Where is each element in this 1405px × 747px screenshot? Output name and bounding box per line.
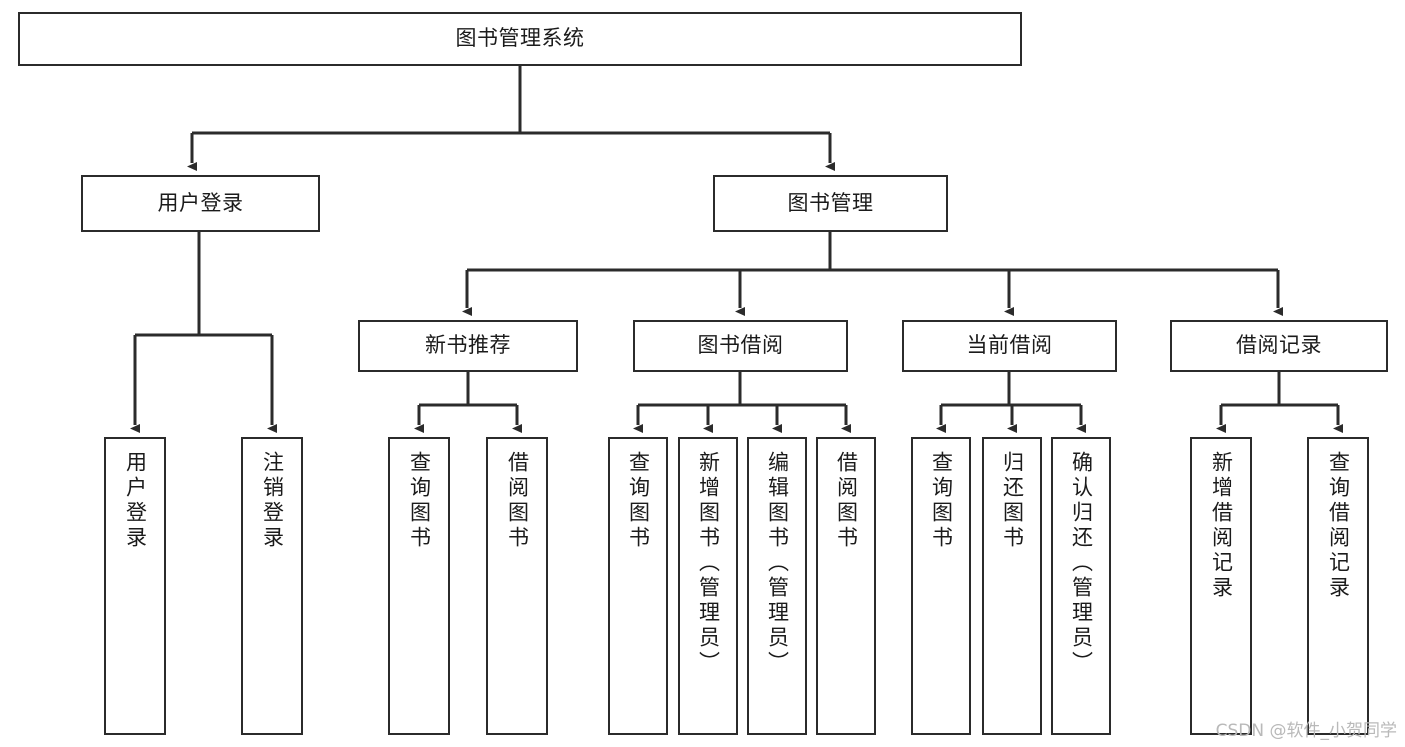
node-root[interactable]: 图书管理系统 bbox=[18, 12, 1022, 66]
node-leaf-query-book-rec[interactable]: 查询图书 bbox=[388, 437, 450, 735]
node-label-leaf-query-book-cur: 查询图书 bbox=[929, 451, 954, 551]
node-leaf-add-book[interactable]: 新增图书（管理员） bbox=[678, 437, 738, 735]
node-book-manage[interactable]: 图书管理 bbox=[713, 175, 948, 232]
node-book-borrow[interactable]: 图书借阅 bbox=[633, 320, 848, 372]
node-leaf-query-book-cur[interactable]: 查询图书 bbox=[911, 437, 971, 735]
node-label-borrow-record: 借阅记录 bbox=[1236, 333, 1322, 358]
node-current-borrow[interactable]: 当前借阅 bbox=[902, 320, 1117, 372]
node-leaf-query-book-borrow[interactable]: 查询图书 bbox=[608, 437, 668, 735]
node-leaf-borrow-book[interactable]: 借阅图书 bbox=[816, 437, 876, 735]
node-label-leaf-confirm-return: 确认归还（管理员） bbox=[1069, 451, 1094, 676]
node-label-leaf-user-login: 用户登录 bbox=[123, 451, 148, 551]
node-label-root: 图书管理系统 bbox=[455, 26, 585, 51]
node-new-book-recommend[interactable]: 新书推荐 bbox=[358, 320, 578, 372]
node-label-leaf-query-borrow-record: 查询借阅记录 bbox=[1326, 451, 1351, 601]
node-leaf-return-book[interactable]: 归还图书 bbox=[982, 437, 1042, 735]
node-label-new-book-recommend: 新书推荐 bbox=[425, 333, 511, 358]
node-leaf-borrow-book-rec[interactable]: 借阅图书 bbox=[486, 437, 548, 735]
connector-layer bbox=[130, 66, 1343, 433]
node-label-book-manage: 图书管理 bbox=[787, 190, 874, 215]
node-label-leaf-return-book: 归还图书 bbox=[1000, 451, 1025, 551]
node-borrow-record[interactable]: 借阅记录 bbox=[1170, 320, 1388, 372]
node-leaf-confirm-return[interactable]: 确认归还（管理员） bbox=[1051, 437, 1111, 735]
node-label-leaf-query-book-borrow: 查询图书 bbox=[626, 451, 651, 551]
node-label-leaf-add-borrow-record: 新增借阅记录 bbox=[1209, 451, 1234, 601]
node-leaf-user-login[interactable]: 用户登录 bbox=[104, 437, 166, 735]
node-label-user-login: 用户登录 bbox=[157, 190, 244, 215]
node-label-book-borrow: 图书借阅 bbox=[697, 333, 784, 358]
node-label-leaf-add-book: 新增图书（管理员） bbox=[696, 451, 721, 676]
node-leaf-query-borrow-record[interactable]: 查询借阅记录 bbox=[1307, 437, 1369, 735]
node-user-login[interactable]: 用户登录 bbox=[81, 175, 320, 232]
node-leaf-user-logout[interactable]: 注销登录 bbox=[241, 437, 303, 735]
node-label-leaf-edit-book: 编辑图书（管理员） bbox=[765, 451, 790, 676]
node-label-leaf-user-logout: 注销登录 bbox=[260, 451, 285, 551]
node-leaf-edit-book[interactable]: 编辑图书（管理员） bbox=[747, 437, 807, 735]
node-label-leaf-borrow-book: 借阅图书 bbox=[834, 451, 859, 551]
node-leaf-add-borrow-record[interactable]: 新增借阅记录 bbox=[1190, 437, 1252, 735]
node-label-current-borrow: 当前借阅 bbox=[966, 333, 1053, 358]
node-label-leaf-query-book-rec: 查询图书 bbox=[407, 451, 432, 551]
node-label-leaf-borrow-book-rec: 借阅图书 bbox=[505, 451, 530, 551]
